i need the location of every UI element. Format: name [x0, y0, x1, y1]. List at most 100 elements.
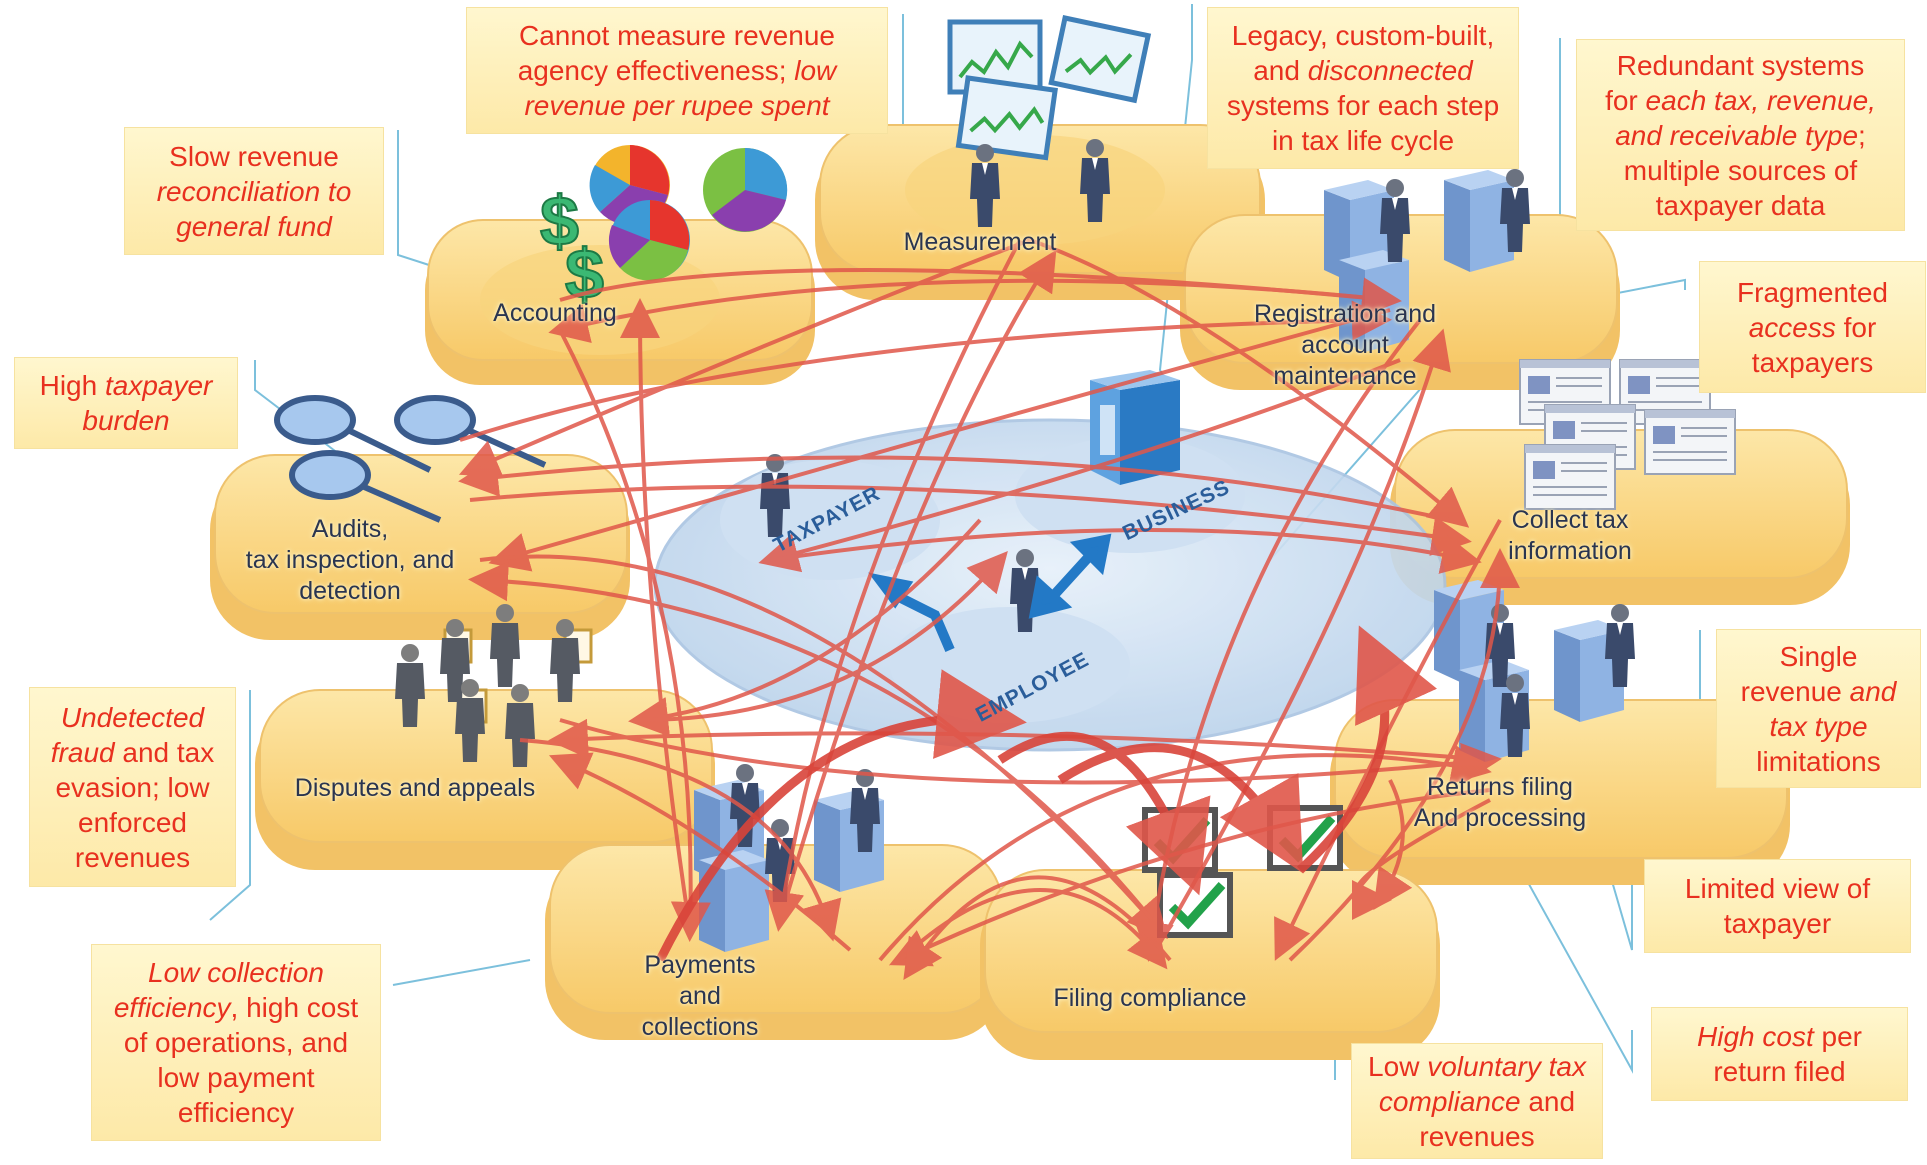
magnifier-icon — [274, 395, 547, 523]
callout-single-line-1: Single — [1779, 640, 1858, 672]
callout-voluntary-line-1a: Low — [1368, 1050, 1428, 1082]
process-arrow — [903, 875, 1172, 980]
process-arrow — [1351, 798, 1491, 920]
audits-line-3: detection — [299, 577, 401, 605]
callout-burden-line-1b: taxpayer — [104, 370, 213, 401]
callout-voluntary-line-2a: compliance — [1378, 1085, 1521, 1117]
callout-highcost-line-2: return filed — [1713, 1056, 1846, 1087]
platform-label-accounting: Accounting — [493, 299, 617, 327]
callout-legacy-line-2b: disconnected — [1307, 55, 1473, 86]
process-arrow — [1373, 779, 1413, 910]
svg-text:$: $ — [540, 182, 579, 260]
process-arrow — [639, 550, 1008, 722]
callout-redundant-line-3b: ; — [1858, 119, 1866, 151]
registration-line-1: Registration and — [1253, 300, 1437, 328]
callout-slow-revenue-line-1: Slow revenue — [169, 140, 339, 172]
callout-legacy-line-4: in tax life cycle — [1271, 125, 1455, 156]
process-arrow — [559, 718, 1502, 785]
process-arrow — [488, 308, 1391, 572]
callout-single-line-4: limitations — [1756, 745, 1881, 777]
platform-label-filing: Filing compliance — [1053, 984, 1247, 1012]
callout-fraud-line-2b: and tax — [114, 736, 215, 768]
process-arrow — [548, 752, 852, 952]
audits-line-1: Audits, — [311, 515, 389, 543]
registration-line-2: account — [1301, 331, 1389, 359]
payments-line-1: Payments — [644, 951, 756, 979]
audits-line-2: tax inspection, and — [245, 546, 455, 574]
callout-limited-line-1: Limited view of — [1684, 873, 1871, 904]
process-arrow — [769, 528, 1482, 574]
callout-fragmented: Fragmented access for taxpayers — [1700, 262, 1925, 392]
platform-label-measurement: Measurement — [903, 228, 1057, 256]
process-arrows-bold — [655, 625, 1438, 963]
process-arrow — [778, 249, 1057, 921]
callout-legacy-line-1: Legacy, custom-built, — [1231, 20, 1495, 51]
svg-text:$: $ — [565, 235, 604, 313]
callout-collection-line-3: of operations, and — [123, 1027, 349, 1058]
callout-collection-line-5: efficiency — [177, 1097, 295, 1128]
callout-redundant-line-2b: each tax, revenue, — [1645, 84, 1876, 116]
bidirectional-arrow-icon — [868, 533, 1112, 652]
process-arrow — [628, 518, 982, 737]
payments-line-2: and — [679, 982, 721, 1010]
callout-legacy-line-2a: and — [1253, 55, 1308, 86]
callout-voluntary: Low voluntary tax compliance and revenue… — [1352, 1044, 1602, 1158]
callout-redundant-line-5: taxpayer data — [1655, 189, 1826, 221]
callout-measure-line-1: Cannot measure revenue — [519, 20, 835, 51]
returns-line-2: And processing — [1413, 804, 1587, 832]
callout-limited-line-2: taxpayer — [1723, 908, 1832, 939]
callout-single-line-2a: revenue — [1740, 675, 1850, 707]
ballot-box-icon — [1090, 370, 1180, 485]
platform-disputes — [255, 689, 715, 870]
platform-label-collect: Collect tax information — [1490, 505, 1650, 567]
callout-voluntary-line-3: revenues — [1419, 1120, 1535, 1152]
payments-line-3: collections — [641, 1013, 759, 1041]
line-chart-monitor-icon — [947, 15, 1152, 161]
callout-legacy-line-3: systems for each step — [1226, 90, 1500, 121]
process-arrow — [468, 561, 1162, 932]
callout-fraud-line-4: enforced — [78, 806, 187, 838]
callout-measure-line-2b: low — [794, 55, 837, 86]
process-arrow — [458, 238, 1031, 478]
process-arrow — [764, 239, 1022, 932]
callout-fraud-line-2a: fraud — [50, 736, 115, 768]
callout-collection-line-2b: , high cost — [230, 992, 359, 1023]
process-arrow — [620, 298, 692, 931]
platform-label-disputes: Disputes and appeals — [294, 774, 536, 802]
collect-line-1: Collect tax — [1511, 506, 1629, 534]
process-arrow — [1288, 548, 1520, 962]
callout-fragmented-line-3: taxpayers — [1751, 346, 1874, 378]
process-arrow — [1029, 238, 1470, 528]
callout-collection-line-4: low payment — [157, 1062, 315, 1093]
callout-fragmented-line-2b: for — [1835, 311, 1877, 343]
platform-filing — [980, 869, 1440, 1060]
callout-fraud-line-5: revenues — [74, 841, 191, 873]
process-arrow — [548, 278, 1391, 344]
callout-highcost-line-1a: High cost — [1697, 1021, 1814, 1052]
callout-voluntary-line-1b: voluntary tax — [1427, 1050, 1586, 1082]
process-arrow — [458, 455, 1451, 522]
callout-single-line-2b: and — [1849, 675, 1897, 707]
callout-slow-revenue-line-3: general fund — [176, 210, 332, 242]
callout-legacy: Legacy, custom-built, and disconnected s… — [1208, 8, 1518, 168]
process-arrow — [898, 888, 1168, 970]
process-arrow — [459, 300, 1392, 442]
callout-measure: Cannot measure revenue agency effectiven… — [467, 8, 887, 133]
callout-measure-line-2a: agency effectiveness; — [517, 55, 795, 86]
callout-burden-line-2: burden — [82, 405, 170, 436]
callout-redundant-line-3a: and receivable type — [1615, 119, 1859, 151]
callout-slow-revenue-line-2: reconciliation to — [156, 175, 352, 207]
callout-fragmented-line-1: Fragmented — [1737, 276, 1888, 308]
callout-highcost: High cost per return filed — [1652, 1008, 1907, 1100]
platform-label-registration: Registration and account maintenance — [1225, 299, 1465, 392]
callout-limited: Limited view of taxpayer — [1645, 860, 1910, 952]
collect-line-2: information — [1508, 537, 1632, 565]
dollar-icon: $ $ — [539, 181, 605, 314]
callout-redundant: Redundant systems for each tax, revenue,… — [1577, 40, 1904, 230]
platform-label-returns: Returns filing And processing — [1385, 772, 1615, 834]
callout-single: Single revenue and tax type limitations — [1717, 630, 1920, 787]
callout-collection-line-2a: efficiency — [113, 992, 231, 1023]
callout-measure-line-3: revenue per rupee spent — [524, 90, 830, 121]
